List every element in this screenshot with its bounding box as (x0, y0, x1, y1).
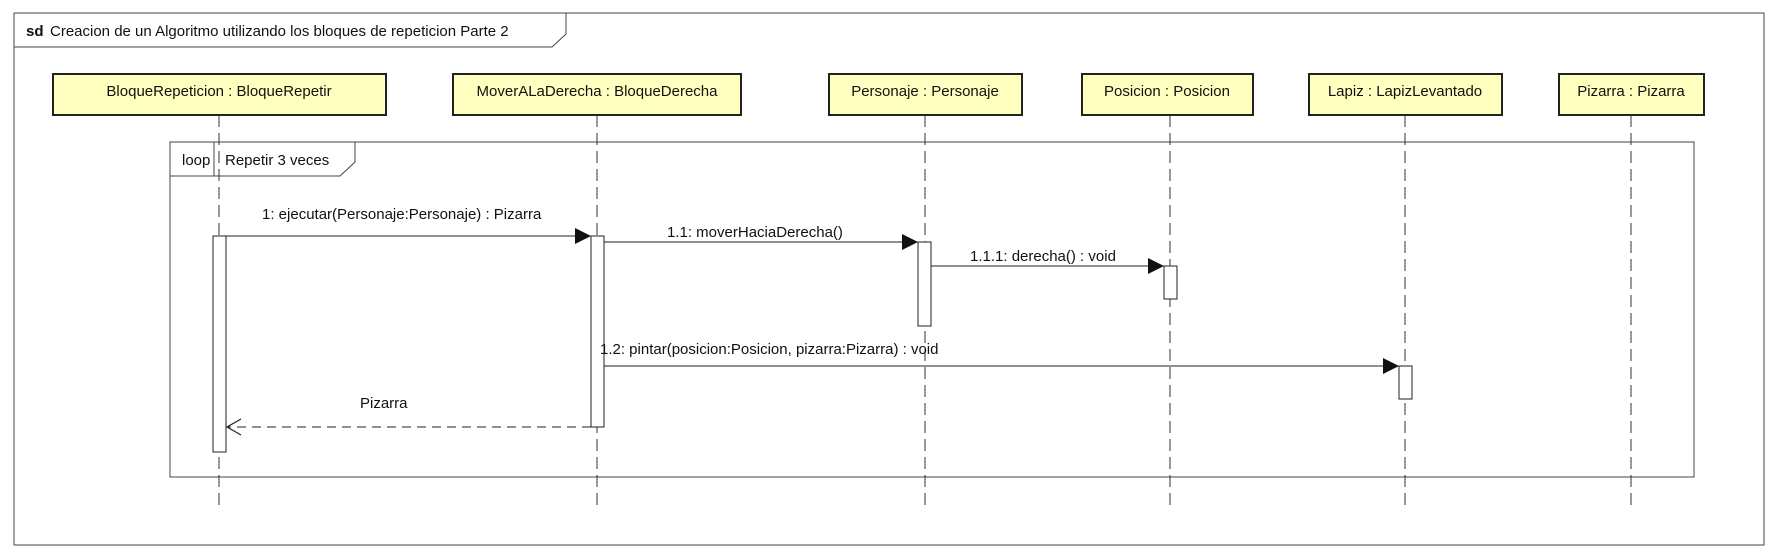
activation-bar-bloque-repeticion (212, 235, 227, 453)
arrowhead-filled-icon (1148, 258, 1164, 274)
arrowhead-filled-icon (1383, 358, 1399, 374)
sd-frame (13, 12, 1765, 546)
lifeline-label: Lapiz : LapizLevantado (1328, 83, 1482, 100)
message-1-1-1[interactable]: 1.1.1: derecha() : void (931, 248, 1164, 274)
lifeline-head-bloque-repeticion[interactable]: BloqueRepeticion : BloqueRepetir (52, 73, 387, 116)
sd-frame-tab (13, 12, 567, 48)
message-1-1[interactable]: 1.1: moverHaciaDerecha() (604, 224, 918, 250)
lifeline-label: Pizarra : Pizarra (1577, 83, 1685, 100)
arrowhead-open-icon (225, 418, 242, 436)
activation-bar-mover-a-la-derecha (590, 235, 605, 428)
message-1[interactable]: 1: ejecutar(Personaje:Personaje) : Pizar… (226, 206, 591, 244)
lifeline-head-lapiz[interactable]: Lapiz : LapizLevantado (1308, 73, 1503, 116)
lifeline-label: MoverALaDerecha : BloqueDerecha (477, 83, 719, 100)
arrowhead-filled-icon (575, 228, 591, 244)
message-label: 1.1: moverHaciaDerecha() (667, 224, 843, 241)
sd-frame-title: Creacion de un Algoritmo utilizando los … (50, 23, 509, 40)
loop-fragment (169, 141, 1695, 478)
message-label: 1: ejecutar(Personaje:Personaje) : Pizar… (262, 206, 542, 223)
message-return[interactable]: Pizarra (225, 395, 591, 436)
loop-operator: loop (182, 152, 210, 169)
message-label: 1.2: pintar(posicion:Posicion, pizarra:P… (600, 341, 938, 358)
message-1-2[interactable]: 1.2: pintar(posicion:Posicion, pizarra:P… (600, 341, 1399, 374)
lifeline-label: Personaje : Personaje (851, 83, 999, 100)
lifeline-label: Posicion : Posicion (1104, 83, 1230, 100)
sd-frame-keyword: sd (26, 23, 44, 40)
message-label: 1.1.1: derecha() : void (970, 248, 1116, 265)
message-label: Pizarra (360, 395, 408, 412)
activation-bar-personaje (917, 241, 932, 327)
arrowhead-filled-icon (902, 234, 918, 250)
lifeline-head-posicion[interactable]: Posicion : Posicion (1081, 73, 1254, 116)
loop-guard: Repetir 3 veces (225, 152, 329, 169)
loop-fragment-tab (169, 141, 356, 177)
activation-bar-posicion (1163, 265, 1178, 300)
lifeline-head-pizarra[interactable]: Pizarra : Pizarra (1558, 73, 1705, 116)
activation-bar-lapiz (1398, 365, 1413, 400)
lifeline-head-mover-a-la-derecha[interactable]: MoverALaDerecha : BloqueDerecha (452, 73, 742, 116)
lifeline-head-personaje[interactable]: Personaje : Personaje (828, 73, 1023, 116)
lifeline-label: BloqueRepeticion : BloqueRepetir (106, 83, 331, 100)
